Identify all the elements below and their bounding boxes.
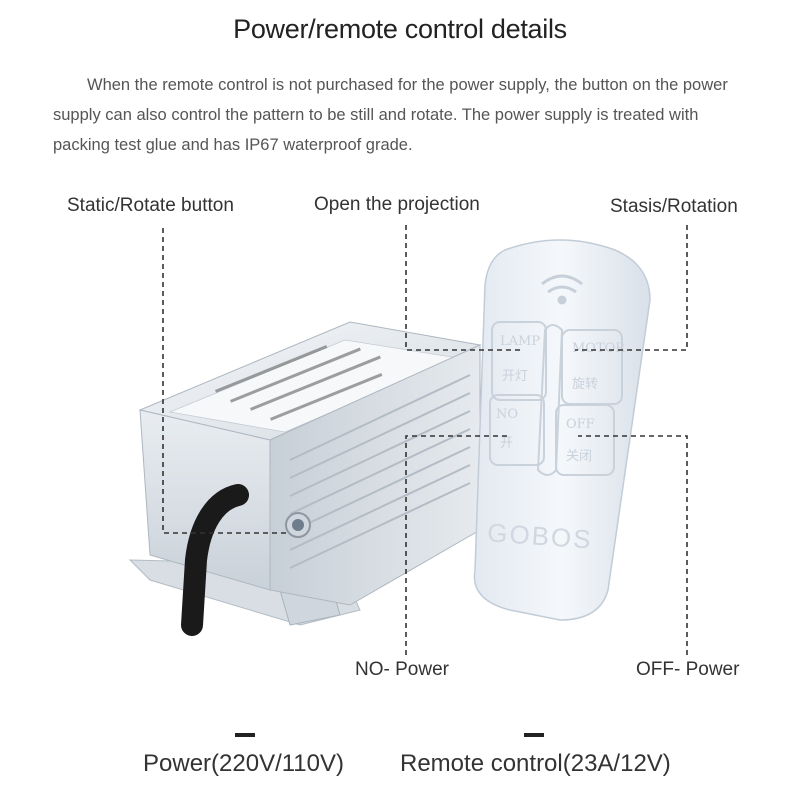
callout-lines <box>162 225 688 655</box>
callout-no-power: NO- Power <box>355 659 449 680</box>
callout-off-power: OFF- Power <box>636 659 740 680</box>
description-text: When the remote control is not purchased… <box>53 70 753 160</box>
callout-open-projection: Open the projection <box>314 194 480 215</box>
remote-button-motor-sub: 旋转 <box>572 377 598 392</box>
page-title: Power/remote control details <box>233 14 567 44</box>
remote-button-motor-label: MOTOR <box>572 341 626 356</box>
caption-remote-marker <box>524 733 544 737</box>
caption-power-marker <box>235 733 255 737</box>
wifi-signal-icon <box>541 274 583 305</box>
callout-static-rotate-button: Static/Rotate button <box>67 195 234 216</box>
remote-button-lamp-sub: 开灯 <box>502 369 528 384</box>
description-body: When the remote control is not purchased… <box>53 76 728 154</box>
caption-remote: Remote control(23A/12V) <box>400 750 671 777</box>
remote-control: LAMP 开灯 MOTOR 旋转 NO 开 OFF 关闭 GOBOS <box>473 239 651 621</box>
remote-brand-logo: GOBOS <box>486 517 593 554</box>
remote-button-lamp-label: LAMP <box>500 334 540 349</box>
remote-button-no-label: NO <box>496 407 518 422</box>
remote-button-no-sub: 开 <box>500 436 513 451</box>
power-supply-box <box>128 321 482 636</box>
remote-button-off-sub: 关闭 <box>566 449 592 464</box>
power-cable-icon <box>181 484 249 636</box>
callout-stasis-rotation: Stasis/Rotation <box>610 196 738 217</box>
caption-power: Power(220V/110V) <box>143 750 344 777</box>
remote-button-off-label: OFF <box>566 417 595 432</box>
